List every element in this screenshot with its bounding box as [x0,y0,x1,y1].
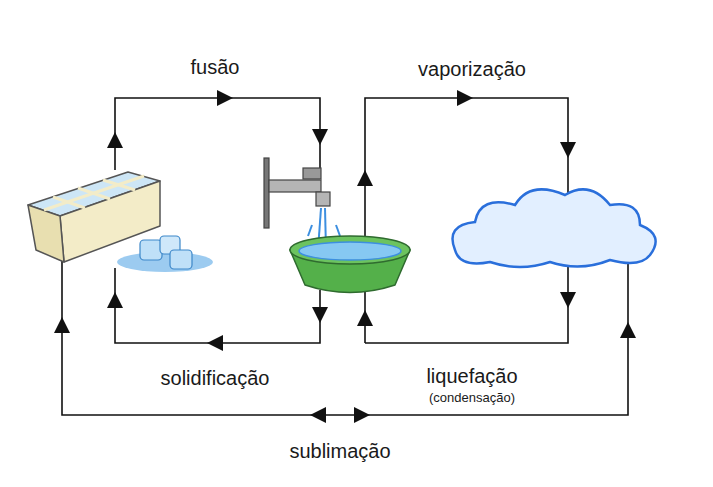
ice-cubes [117,236,213,272]
basin [290,236,410,293]
phase-label: solidificação [159,367,272,390]
phase-label: vaporização [416,58,528,81]
cloud [453,189,656,267]
phase-label: sublimação [287,440,392,463]
fusion-line [115,98,320,175]
alt-label: (condensação) [427,391,517,406]
phase-label: liquefação [424,365,519,388]
solidification-line [115,268,320,343]
phase-label: fusão [189,56,242,79]
